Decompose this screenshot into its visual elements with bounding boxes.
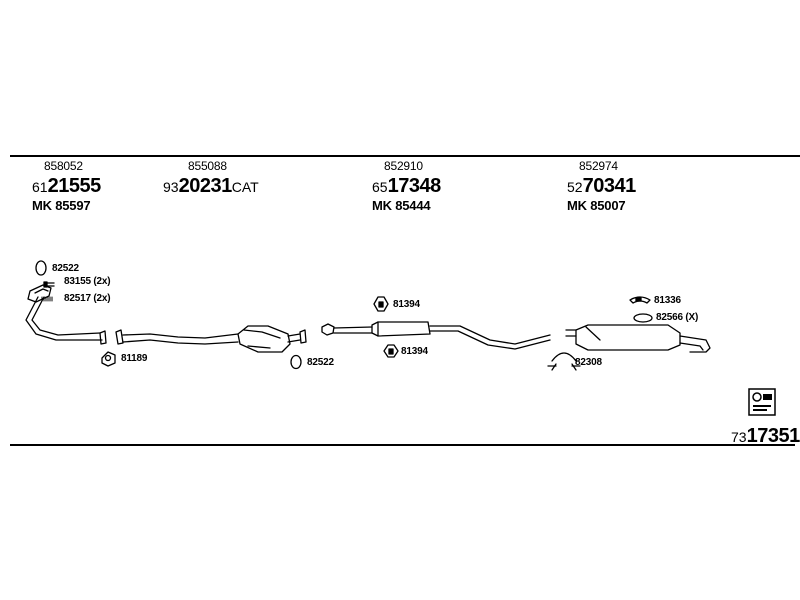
section-part-number: 6121555: [32, 175, 101, 197]
rear-pipe-inlet: [565, 329, 577, 337]
hanger-label: 81336: [654, 295, 681, 306]
section-ref: 852910: [384, 159, 423, 173]
ring-label: 81189: [121, 353, 148, 364]
section-middle-silencer: 852910 6517348 MK 85444: [372, 160, 441, 212]
front-pipe: [25, 296, 107, 345]
top-divider: [10, 155, 800, 157]
hanger-icon: [373, 296, 389, 312]
spring-kit-label: 82517 (2x): [64, 293, 111, 304]
clamp-label: 82566 (X): [656, 312, 699, 323]
catalyst-pipe: [115, 329, 239, 345]
gasket-label: 82522: [52, 263, 79, 274]
middle-pipe-inlet: [321, 323, 373, 336]
catalyst-outlet: [287, 329, 307, 344]
middle-pipe-outlet: [429, 325, 551, 350]
section-part-number: 9320231CAT: [163, 175, 259, 197]
tail-pipe: [679, 335, 711, 353]
assembly-kit-icon: [748, 388, 776, 416]
assembly-part-number: 7317351: [731, 425, 800, 447]
section-catalyst: 855088 9320231CAT: [163, 160, 259, 199]
clamp-icon: [547, 352, 581, 371]
clamp-icon: [633, 313, 653, 323]
hanger-icon: [629, 296, 651, 304]
section-ref: 855088: [188, 159, 227, 173]
section-ref: 852974: [579, 159, 618, 173]
section-front-pipe: 858052 6121555 MK 85597: [32, 160, 101, 212]
bolt-kit-label: 83155 (2x): [64, 276, 111, 287]
section-mk-code: MK 85597: [32, 198, 91, 213]
hanger-icon: [383, 344, 399, 358]
section-mk-code: MK 85444: [372, 198, 431, 213]
middle-silencer: [371, 321, 431, 337]
ring-icon: [101, 351, 116, 367]
section-mk-code: MK 85007: [567, 198, 626, 213]
section-part-number: 5270341: [567, 175, 636, 197]
clamp-label: 82308: [575, 357, 602, 368]
gasket-icon: [35, 260, 47, 276]
section-rear-silencer: 852974 5270341 MK 85007: [567, 160, 636, 212]
front-pipe-flange: [27, 284, 52, 303]
bottom-divider: [10, 444, 795, 446]
catalytic-converter: [237, 325, 291, 353]
section-ref: 858052: [44, 159, 83, 173]
gasket-icon: [290, 354, 302, 370]
gasket-label: 82522: [307, 357, 334, 368]
section-part-number: 6517348: [372, 175, 441, 197]
hanger-label: 81394: [393, 299, 420, 310]
hanger-label: 81394: [401, 346, 428, 357]
rear-silencer: [575, 324, 681, 351]
